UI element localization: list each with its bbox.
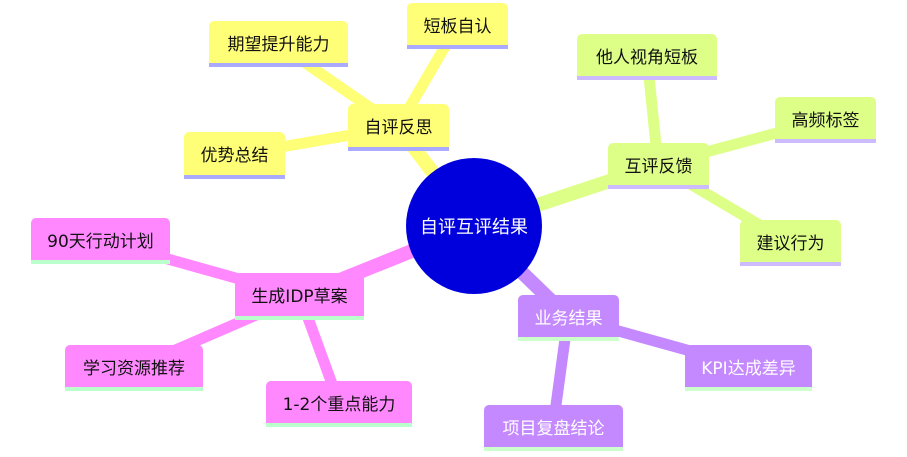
node-learning-resources[interactable]: 学习资源推荐: [65, 345, 203, 391]
node-others-view-weakness[interactable]: 他人视角短板: [577, 34, 717, 80]
node-suggested-behavior[interactable]: 建议行为: [740, 220, 841, 266]
node-expected-improvement[interactable]: 期望提升能力: [209, 21, 348, 67]
node-self-review[interactable]: 自评反思: [348, 104, 449, 151]
node-90day-plan[interactable]: 90天行动计划: [31, 218, 170, 264]
node-peer-review[interactable]: 互评反馈: [608, 143, 709, 189]
center-node[interactable]: 自评互评结果: [406, 158, 542, 294]
node-strength-summary[interactable]: 优势总结: [184, 132, 285, 179]
node-frequent-tags[interactable]: 高频标签: [775, 97, 876, 143]
node-self-weakness[interactable]: 短板自认: [407, 3, 508, 49]
node-kpi-gap[interactable]: KPI达成差异: [685, 345, 812, 391]
node-idp-draft[interactable]: 生成IDP草案: [235, 273, 364, 320]
node-key-abilities[interactable]: 1-2个重点能力: [266, 381, 412, 427]
node-project-review[interactable]: 项目复盘结论: [484, 405, 623, 451]
node-business-result[interactable]: 业务结果: [518, 295, 619, 341]
